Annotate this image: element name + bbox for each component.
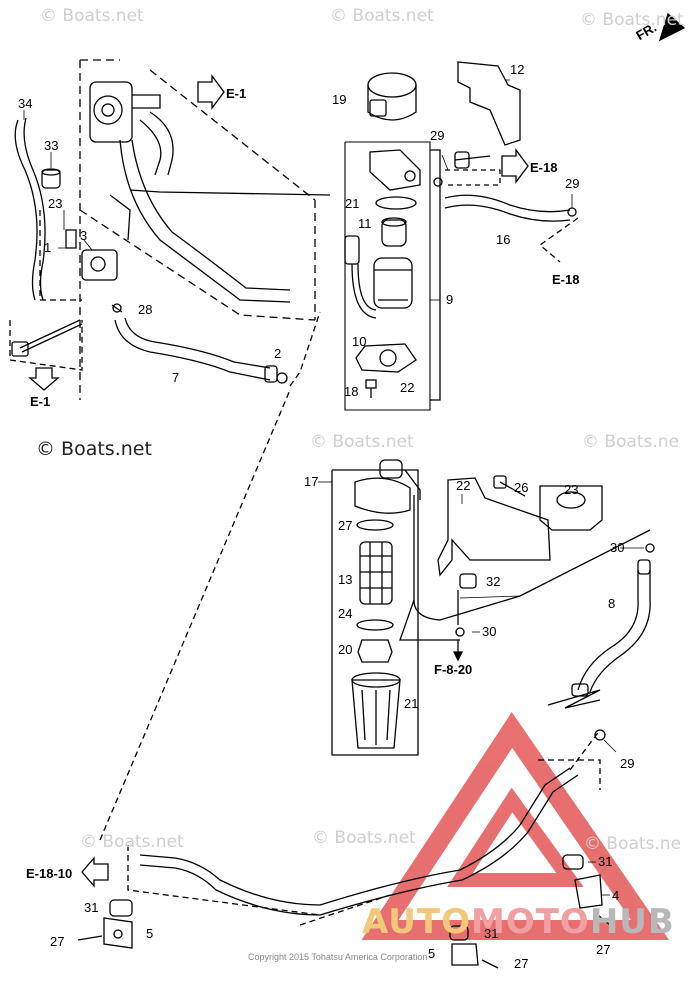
callout-5-b: 5 (146, 926, 153, 941)
upper-assembly (9, 12, 686, 841)
callout-7: 10 (352, 334, 366, 349)
callout-29-a: 29 (430, 128, 444, 143)
callout-33: 33 (44, 138, 58, 153)
callout-19: 19 (332, 92, 346, 107)
callout-11: 7 (172, 370, 179, 385)
watermark: © Boats.net (40, 6, 144, 26)
callout-26: 26 (514, 480, 528, 495)
callout-5-a: 5 (428, 946, 435, 961)
callout-13: 17 (304, 474, 318, 489)
watermark: © Boats.net (580, 10, 684, 30)
callout-27-a: 27 (596, 942, 610, 957)
callout-30-a: 30 (610, 540, 624, 555)
callout-14: 13 (338, 572, 352, 587)
watermark: © Boats.ne (584, 834, 682, 854)
copyright-text: Copyright 2015 Tohatsu America Corporati… (248, 952, 428, 962)
callout-29-b: 29 (565, 176, 579, 191)
callout-17: 21 (404, 696, 418, 711)
callout-10: 8 (608, 596, 615, 611)
ref-e18-b: E-18 (552, 272, 579, 287)
callout-16: 20 (338, 642, 352, 657)
callout-25: 23 (48, 196, 62, 211)
callout-8: 11 (358, 216, 372, 231)
callout-30-b: 30 (482, 624, 496, 639)
ref-e1810: E-18-10 (26, 866, 72, 881)
callout-24: 27 (338, 518, 352, 533)
callout-18: 22 (456, 478, 470, 493)
ref-e1-top: E-1 (226, 86, 246, 101)
callout-31-a: 31 (598, 854, 612, 869)
callout-9: 12 (510, 62, 524, 77)
callout-27-c: 27 (50, 934, 64, 949)
callout-labels: 34 33 23 1 3 28 7 2 19 12 29 29 21 11 16… (18, 20, 659, 971)
watermark-main: © Boats.net (36, 438, 152, 460)
callout-15: 18 (344, 384, 358, 399)
callout-28: 28 (138, 302, 152, 317)
ref-e18-a: E-18 (530, 160, 557, 175)
ref-f820: F-8-20 (434, 662, 472, 677)
callout-1: 1 (44, 240, 51, 255)
callout-12: 16 (496, 232, 510, 247)
watermark: © Boats.net (310, 432, 414, 452)
watermark: © Boats.net (312, 828, 416, 848)
watermark: © Boats.net (330, 6, 434, 26)
callout-4: 4 (612, 888, 619, 903)
callout-29-c: 29 (620, 756, 634, 771)
ref-e1-left: E-1 (30, 394, 50, 409)
callout-31-c: 31 (84, 900, 98, 915)
callout-21: 21 (345, 196, 359, 211)
callout-22: 24 (338, 606, 352, 621)
callout-20: 23 (564, 482, 578, 497)
logo-triangle-icon (361, 712, 670, 940)
watermark: © Boats.net (80, 832, 184, 852)
callout-23: 22 (400, 380, 414, 395)
callout-31-b: 31 (484, 926, 498, 941)
callout-34: 34 (18, 96, 32, 111)
lower-assembly (77, 459, 655, 969)
watermark: © Boats.ne (582, 432, 680, 452)
callout-6: 9 (446, 292, 453, 307)
callout-32: 32 (486, 574, 500, 589)
callout-3: 3 (80, 228, 87, 243)
brand-logo: AUTOMOTOHUB (362, 902, 675, 942)
callout-2: 2 (274, 346, 281, 361)
callout-27-b: 27 (514, 956, 528, 971)
